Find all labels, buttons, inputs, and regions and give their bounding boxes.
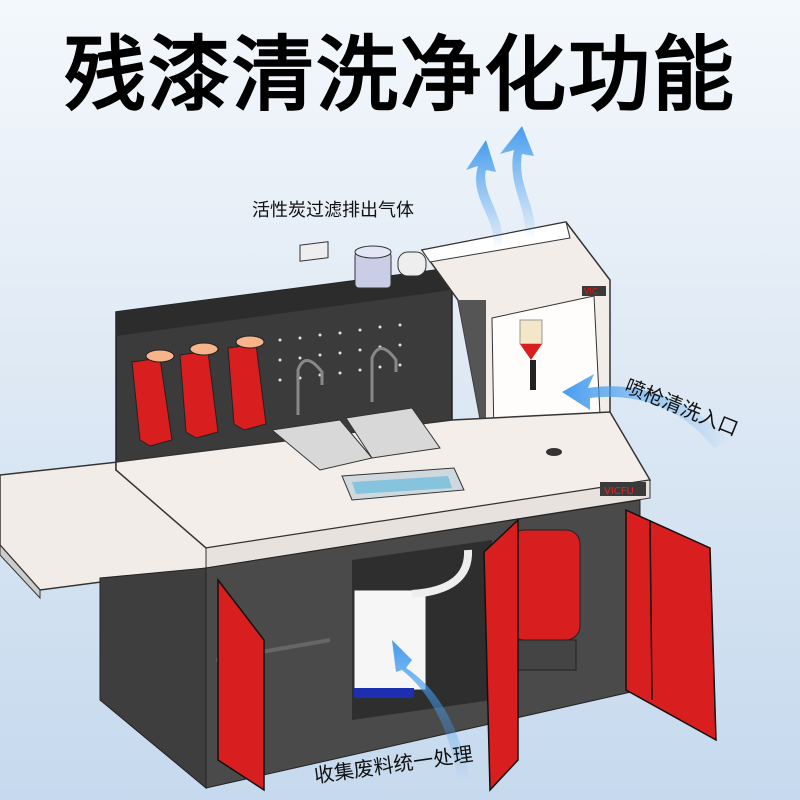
spray-gun-holders	[131, 335, 267, 447]
headline: 残漆清洗净化功能	[63, 28, 736, 123]
svg-text:VIC: VIC	[584, 287, 598, 296]
callout-exhaust: 活性炭过滤排出气体	[252, 200, 414, 221]
gun-inlet-arrow	[562, 374, 730, 448]
exhaust-arrows	[466, 126, 535, 250]
door-middle	[483, 518, 519, 792]
door-right	[625, 508, 717, 742]
door-left	[217, 577, 265, 792]
cabinet-doors	[217, 508, 717, 792]
brand-mark: VICFU	[604, 486, 634, 497]
waste-arrow	[392, 640, 470, 780]
lower-cabinet	[99, 499, 641, 790]
faucets	[296, 347, 398, 415]
worktop: VICFU	[115, 407, 652, 569]
